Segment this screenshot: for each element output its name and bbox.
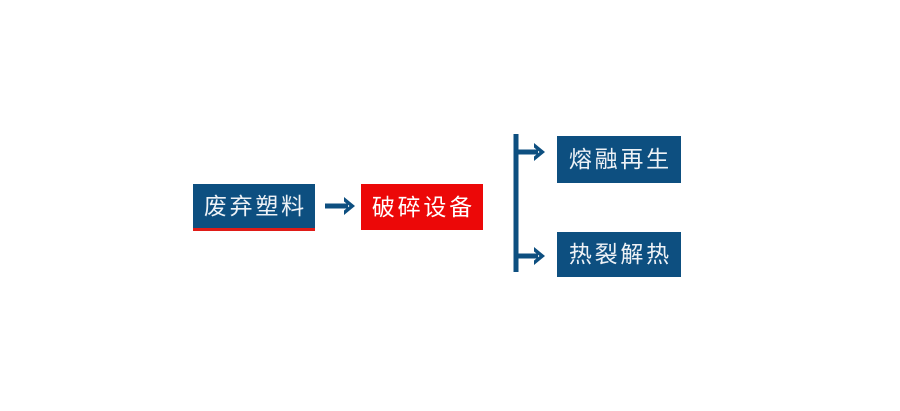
node-input-label: 废弃塑料 [203, 192, 307, 219]
arrow-input-to-process-icon [325, 197, 355, 215]
split-process-to-branches-icon [513, 134, 545, 272]
node-branch-pyrolysis-label: 热裂解热 [568, 241, 672, 267]
node-branch-melt[interactable]: 熔融再生 [557, 136, 681, 183]
node-process-label: 破碎设备 [371, 193, 475, 220]
node-branch-melt-label: 熔融再生 [568, 146, 672, 172]
node-process[interactable]: 破碎设备 [361, 184, 483, 230]
node-branch-pyrolysis[interactable]: 热裂解热 [557, 232, 681, 277]
node-input[interactable]: 废弃塑料 [193, 184, 315, 231]
